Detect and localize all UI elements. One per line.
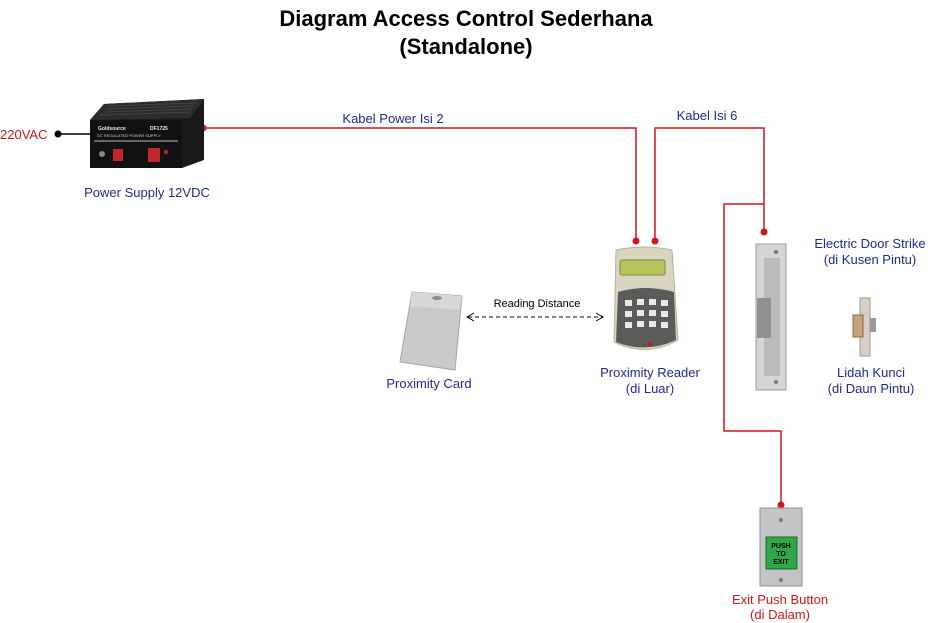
exit-label-line2: (di Dalam) [750, 607, 810, 622]
exit-button-text-to: TO [776, 551, 786, 558]
exit-button-junction [777, 501, 785, 509]
reader-signal-junction [651, 237, 659, 245]
signal-cable [654, 127, 782, 505]
exit-label-line1: Exit Push Button [731, 592, 829, 607]
power-supply-label: Power Supply 12VDC [84, 185, 210, 200]
signal-cable-label: Kabel Isi 6 [676, 108, 738, 123]
ac-input-label: 220VAC [0, 127, 48, 142]
proximity-card-label: Proximity Card [386, 376, 472, 391]
psu-brand-text: Goldsource [98, 126, 126, 132]
reader-power-junction [632, 237, 640, 245]
latch-label-line1: Lidah Kunci [837, 365, 905, 380]
reader-label-line1: Proximity Reader [600, 365, 700, 380]
strike-junction [760, 228, 768, 236]
latch-icon [852, 297, 876, 357]
exit-button-text-push: PUSH [771, 543, 790, 550]
strike-label-line2: (di Kusen Pintu) [823, 252, 917, 267]
exit-button-icon: PUSH TO EXIT [759, 507, 803, 587]
diagram-subtitle: (Standalone) [399, 34, 533, 59]
power-cable-label: Kabel Power Isi 2 [342, 111, 444, 126]
psu-model-text: DF1725 [150, 126, 168, 132]
reader-label-line2: (di Luar) [625, 381, 675, 396]
power-supply-icon: Goldsource DF1725 DC REGULATED POWER SUP… [90, 99, 204, 168]
door-strike-icon [755, 243, 787, 391]
diagram-title: Diagram Access Control Sederhana [279, 6, 653, 31]
proximity-card-icon [399, 291, 463, 371]
reading-distance-label: Reading Distance [493, 298, 581, 310]
ac-input-wire [54, 130, 90, 138]
proximity-reader-icon [613, 246, 679, 351]
exit-button-text-exit: EXIT [773, 559, 789, 566]
psu-caption-text: DC REGULATED POWER SUPPLY [97, 133, 161, 138]
reading-distance-arrow [465, 312, 605, 322]
power-cable [203, 127, 637, 241]
latch-label-line2: (di Daun Pintu) [827, 381, 915, 396]
strike-label-line1: Electric Door Strike [814, 236, 926, 251]
